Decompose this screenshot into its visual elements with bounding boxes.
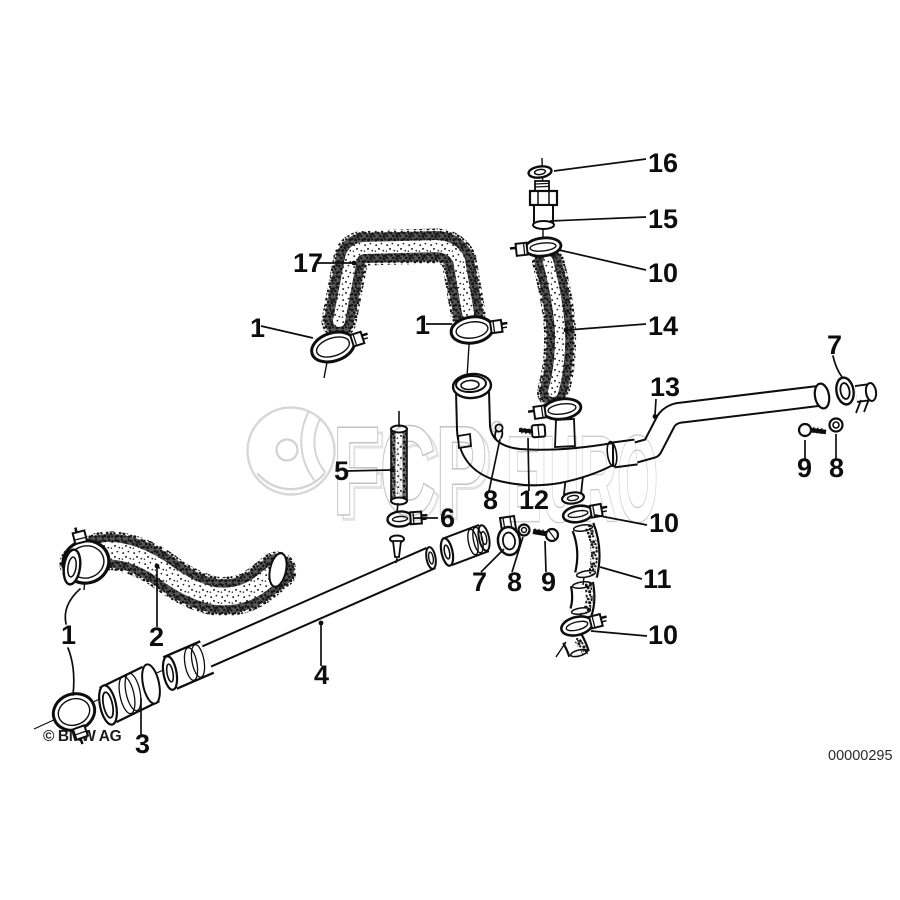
- svg-text:11: 11: [643, 564, 672, 594]
- svg-text:10: 10: [649, 508, 679, 538]
- svg-text:FCP: FCP: [338, 407, 492, 546]
- svg-text:12: 12: [519, 485, 549, 515]
- svg-text:4: 4: [314, 660, 329, 690]
- svg-text:14: 14: [648, 311, 678, 341]
- svg-text:3: 3: [135, 729, 150, 759]
- svg-text:9: 9: [541, 567, 556, 597]
- svg-text:1: 1: [250, 313, 265, 343]
- svg-text:R: R: [494, 423, 501, 433]
- svg-text:00000295: 00000295: [828, 748, 893, 764]
- svg-text:8: 8: [829, 453, 844, 483]
- svg-text:8: 8: [507, 567, 522, 597]
- svg-text:1: 1: [415, 310, 430, 340]
- svg-text:8: 8: [483, 485, 498, 515]
- svg-text:17: 17: [293, 248, 323, 278]
- svg-text:7: 7: [472, 567, 487, 597]
- svg-text:7: 7: [827, 330, 842, 360]
- svg-text:2: 2: [149, 622, 164, 652]
- svg-text:EURO: EURO: [506, 411, 658, 547]
- svg-text:9: 9: [797, 453, 812, 483]
- svg-text:5: 5: [334, 456, 349, 486]
- svg-text:10: 10: [648, 258, 678, 288]
- svg-text:15: 15: [648, 204, 678, 234]
- svg-text:13: 13: [650, 372, 680, 402]
- svg-text:6: 6: [440, 503, 455, 533]
- svg-text:FCP: FCP: [333, 402, 487, 541]
- svg-text:1: 1: [61, 620, 76, 650]
- svg-text:10: 10: [648, 620, 678, 650]
- svg-text:16: 16: [648, 148, 678, 178]
